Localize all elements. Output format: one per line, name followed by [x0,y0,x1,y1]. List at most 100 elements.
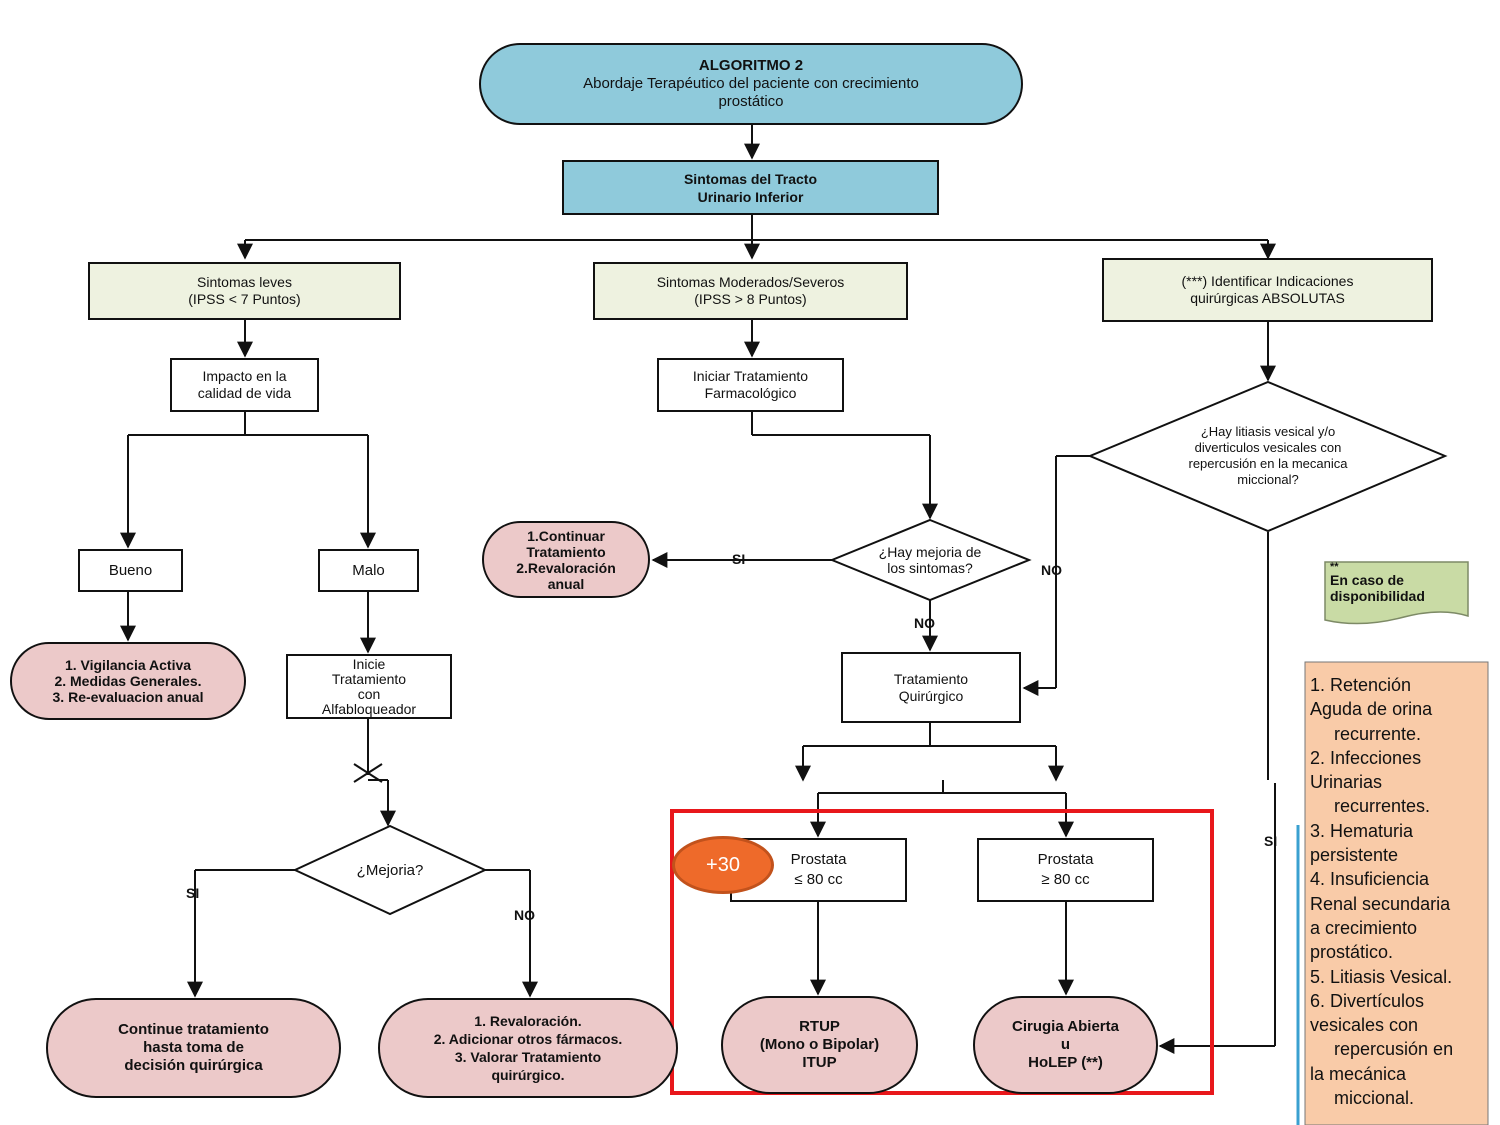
indications-l2: Aguda de orina [1310,699,1433,720]
continuar-line-2: Tratamiento [526,543,606,560]
cirugia-line-1: Cirugia Abierta [1012,1018,1119,1035]
badge-plus-30[interactable]: +30 [672,836,774,894]
revaloracion-line-3: 3. Valorar Tratamiento [454,1049,602,1065]
title-line-1: ALGORITMO 2 [698,57,804,74]
indications-l3: recurrente. [1334,723,1422,744]
continue-trat-node: Continue tratamiento hasta toma de decis… [46,998,341,1098]
inicie-alfa-line-2: Tratamiento [331,670,407,687]
label-si-alfa: SI [186,885,200,901]
mejoria-label: ¿Mejoria? [356,861,424,879]
indications-l8: persistente [1310,845,1399,866]
sintomas-tracto-line-1: Sintomas del Tracto [683,170,818,187]
indications-l13: 5. Litiasis Vesical. [1310,966,1453,987]
note-shape [1324,561,1469,625]
trat-quirurgico-line-1: Tratamiento [893,670,969,687]
trat-quirurgico-node: Tratamiento Quirúrgico [841,652,1021,723]
sintomas-leves-node: Sintomas leves (IPSS < 7 Puntos) [88,262,401,320]
indications-l5: Urinarias [1310,772,1383,793]
iniciar-farma-line-2: Farmacológico [704,385,797,401]
title-line-3: prostático [718,93,784,110]
indications-list: 1. Retención Aguda de orina recurrente. … [1310,673,1490,1110]
revaloracion-line-2: 2. Adicionar otros fármacos. [433,1031,623,1047]
sintomas-moderados-line-1: Sintomas Moderados/Severos [656,274,845,290]
label-no-mejoria: NO [914,615,935,631]
sintomas-moderados-line-2: (IPSS > 8 Puntos) [694,291,807,307]
continuar-node: 1.Continuar Tratamiento 2.Revaloración a… [482,521,650,598]
inicie-alfa-node: Inicie Tratamiento con Alfabloqueador [286,654,452,719]
indicaciones-line-1: (***) Identificar Indicaciones [1181,273,1354,289]
indications-l10: Renal secundaria [1310,893,1451,914]
mejoria-node: ¿Mejoria? [320,858,460,882]
malo-node: Malo [318,549,419,592]
prostata-menor-line-1: Prostata [790,851,847,868]
indications-panel-bg [1304,661,1489,1125]
vigilancia-line-1: 1. Vigilancia Activa [64,657,192,673]
indications-l7: 3. Hematuria [1310,820,1414,841]
indications-l16: repercusión en [1334,1039,1454,1060]
note-line-1: En caso de [1330,572,1404,588]
sintomas-tracto-line-2: Urinario Inferior [697,188,804,205]
continue-trat-line-2: hasta toma de [143,1039,244,1056]
hay-litiasis-line-1: ¿Hay litiasis vesical y/o [1200,424,1336,439]
indications-l18: miccional. [1334,1088,1415,1109]
revaloracion-line-4: quirúrgico. [491,1067,565,1083]
hay-litiasis-line-2: diverticulos vesicales con [1194,440,1342,455]
hay-litiasis-line-4: miccional? [1237,472,1299,487]
iniciar-farma-node: Iniciar Tratamiento Farmacológico [657,358,844,412]
vigilancia-node: 1. Vigilancia Activa 2. Medidas Generale… [10,642,246,720]
sintomas-tracto-node: Sintomas del Tracto Urinario Inferior [562,160,939,215]
impacto-line-1: Impacto en la [202,368,287,384]
continuar-line-3: 2.Revaloración [516,559,616,576]
continuar-line-1: 1.Continuar [527,527,605,544]
revaloracion-node: 1. Revaloración. 2. Adicionar otros fárm… [378,998,678,1098]
cirugia-node: Cirugia Abierta u HoLEP (**) [973,996,1158,1094]
sintomas-leves-line-2: (IPSS < 7 Puntos) [188,291,301,307]
label-no-alfa: NO [514,907,535,923]
label-si-litiasis: SI [1264,833,1278,849]
title-node: ALGORITMO 2 Abordaje Terapéutico del pac… [486,48,1016,120]
sintomas-moderados-node: Sintomas Moderados/Severos (IPSS > 8 Pun… [593,262,908,320]
sintomas-leves-line-1: Sintomas leves [197,274,292,290]
continuar-line-4: anual [547,575,585,592]
hay-litiasis-line-3: repercusión en la mecanica [1188,456,1348,471]
bueno-label: Bueno [108,562,153,579]
diamond-hay-mejoria-shape [829,518,1032,602]
vigilancia-line-3: 3. Re-evaluacion anual [52,689,204,705]
prostata-mayor-node: Prostata ≥ 80 cc [977,838,1154,902]
note-mark: ** [1330,561,1339,573]
indications-l12: prostático. [1310,942,1394,963]
diamond-mejoria-shape [292,824,488,916]
diamond-hay-litiasis-shape [1087,380,1448,533]
inicie-alfa-line-1: Inicie [352,655,386,672]
iniciar-farma-line-1: Iniciar Tratamiento [692,368,809,384]
indicaciones-line-2: quirúrgicas ABSOLUTAS [1190,290,1345,306]
highlight-frame [670,809,1214,1095]
rtup-node: RTUP (Mono o Bipolar) ITUP [721,996,918,1094]
impacto-node: Impacto en la calidad de vida [170,358,319,412]
continue-trat-line-1: Continue tratamiento [118,1021,269,1038]
label-si-mejoria: SI [732,551,746,567]
prostata-menor-line-2: ≤ 80 cc [794,871,843,888]
inicie-alfa-line-4: Alfabloqueador [321,700,417,717]
rtup-line-2: (Mono o Bipolar) [759,1036,880,1053]
prostata-mayor-line-1: Prostata [1037,851,1094,868]
hay-mejoria-line-2: los sintomas? [887,560,973,576]
indications-l4: 2. Infecciones [1310,747,1422,768]
revaloracion-line-1: 1. Revaloración. [474,1013,582,1029]
title-line-2: Abordaje Terapéutico del paciente con cr… [583,75,919,92]
hay-mejoria-line-1: ¿Hay mejoria de [878,544,982,560]
vigilancia-line-2: 2. Medidas Generales. [54,673,202,689]
indications-l14: 6. Divertículos [1310,990,1425,1011]
malo-label: Malo [352,562,385,579]
indications-l1: 1. Retención [1310,675,1412,695]
note-disponibilidad: ** En caso de disponibilidad [1330,561,1466,605]
hay-mejoria-node: ¿Hay mejoria de los sintomas? [852,541,1008,579]
impacto-line-2: calidad de vida [197,385,292,401]
indications-l11: a crecimiento [1310,917,1418,938]
indicaciones-node: (***) Identificar Indicaciones quirúrgic… [1102,258,1433,322]
indications-l17: la mecánica [1310,1063,1407,1084]
cirugia-line-3: HoLEP (**) [1028,1054,1103,1071]
inicie-alfa-line-3: con [357,685,381,702]
